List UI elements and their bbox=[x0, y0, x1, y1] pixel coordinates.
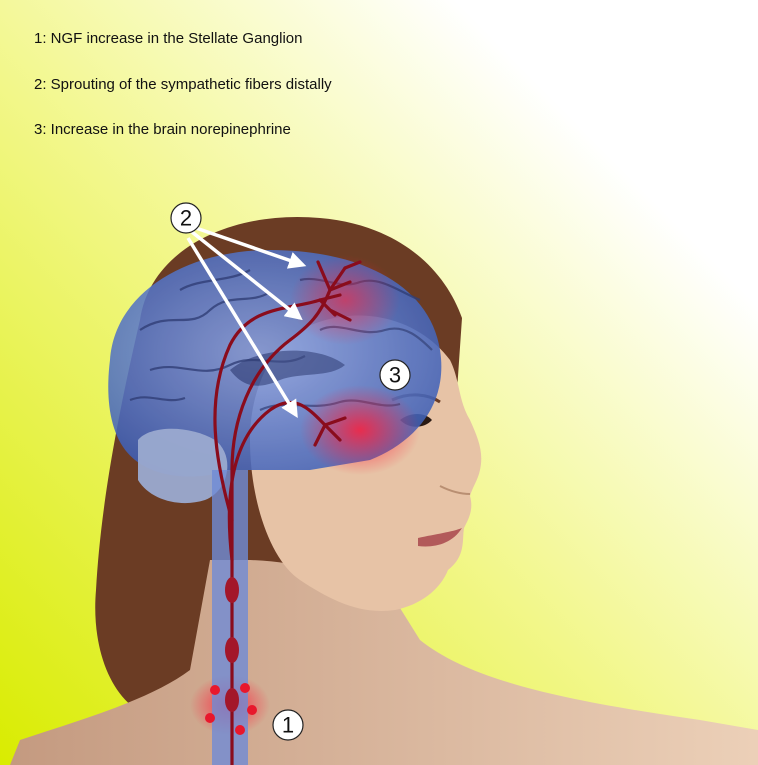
marker-2-label: 2 bbox=[180, 206, 192, 231]
marker-2: 2 bbox=[171, 203, 201, 233]
marker-1-label: 1 bbox=[282, 713, 294, 738]
norepinephrine-glow-frontal bbox=[300, 385, 420, 475]
marker-3: 3 bbox=[380, 360, 410, 390]
legend-item-2: 2: Sprouting of the sympathetic fibers d… bbox=[34, 76, 332, 93]
marker-3-label: 3 bbox=[389, 363, 401, 388]
marker-1: 1 bbox=[273, 710, 303, 740]
legend-item-3: 3: Increase in the brain norepinephrine bbox=[34, 121, 291, 138]
legend: 1: NGF increase in the Stellate Ganglion… bbox=[34, 30, 332, 138]
sympathetic-ganglia bbox=[225, 577, 239, 712]
legend-item-1: 1: NGF increase in the Stellate Ganglion bbox=[34, 30, 302, 47]
